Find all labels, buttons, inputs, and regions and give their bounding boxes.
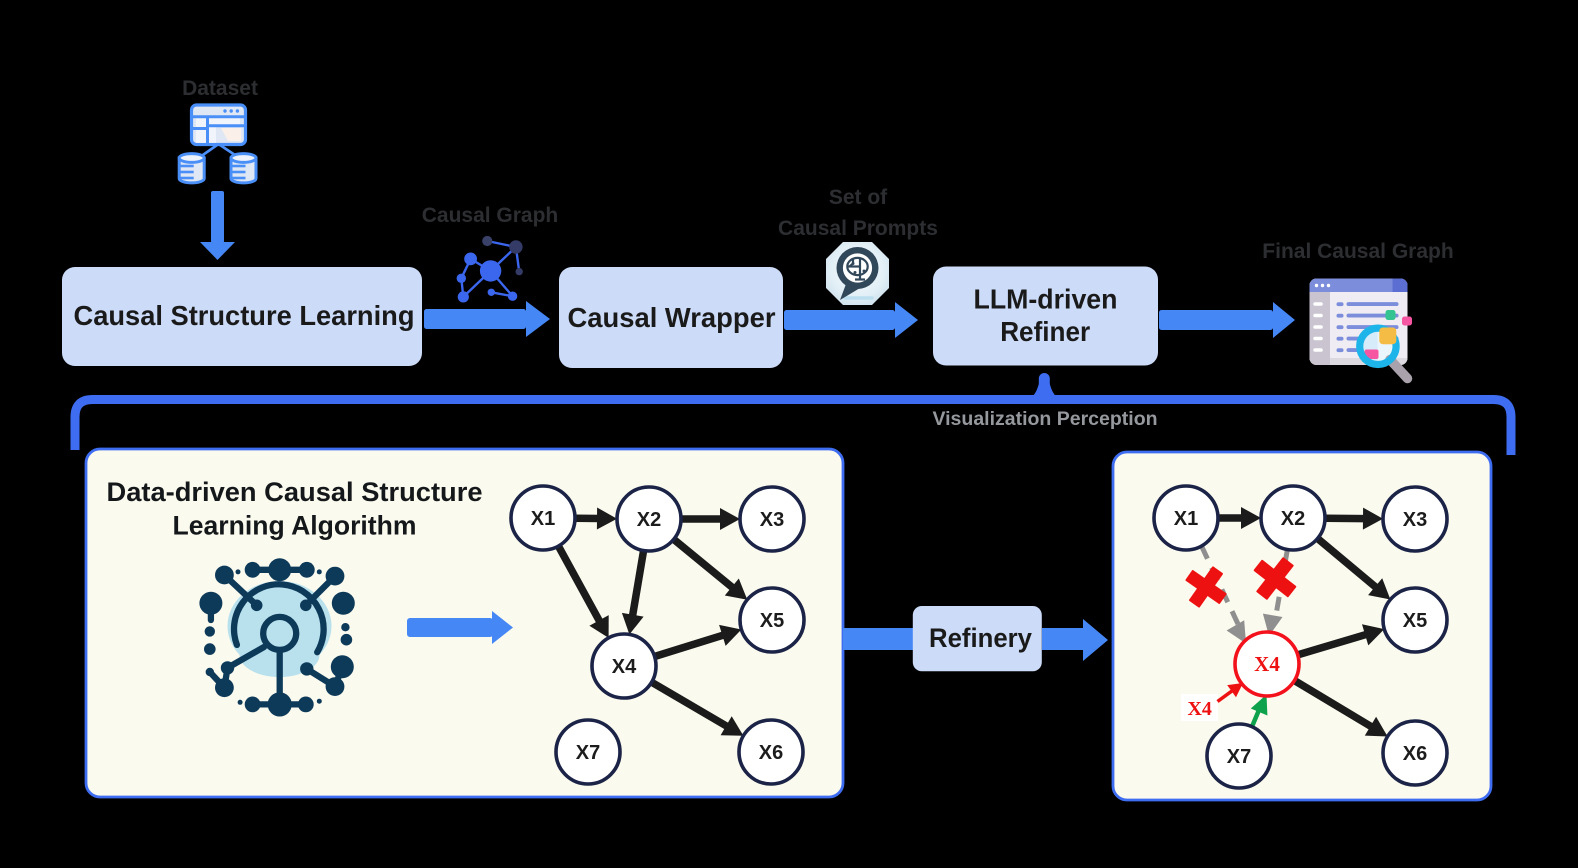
- svg-text:Refinery: Refinery: [929, 623, 1032, 653]
- svg-text:X7: X7: [1227, 746, 1251, 768]
- svg-text:X1: X1: [1174, 508, 1198, 530]
- svg-text:Causal Prompts: Causal Prompts: [778, 217, 938, 240]
- svg-text:Refiner: Refiner: [1000, 316, 1090, 347]
- svg-text:X7: X7: [576, 742, 600, 764]
- svg-text:X2: X2: [637, 509, 661, 531]
- svg-text:X4: X4: [612, 656, 637, 678]
- svg-text:X6: X6: [1403, 743, 1427, 765]
- svg-text:X4: X4: [1187, 698, 1211, 720]
- svg-text:LLM-driven: LLM-driven: [974, 284, 1118, 315]
- svg-text:Causal Wrapper: Causal Wrapper: [568, 302, 776, 333]
- svg-text:Causal Structure Learning: Causal Structure Learning: [74, 300, 415, 331]
- svg-text:X1: X1: [531, 508, 555, 530]
- svg-text:X5: X5: [1403, 610, 1427, 632]
- svg-text:X3: X3: [1403, 509, 1427, 531]
- svg-text:X4: X4: [1254, 652, 1280, 676]
- svg-text:Set of: Set of: [829, 186, 888, 209]
- svg-text:Final Causal Graph: Final Causal Graph: [1262, 240, 1453, 263]
- svg-text:X2: X2: [1281, 508, 1305, 530]
- svg-text:Causal Graph: Causal Graph: [422, 204, 559, 227]
- svg-text:X3: X3: [760, 509, 784, 531]
- svg-text:Data-driven Causal Structure: Data-driven Causal Structure: [107, 477, 483, 507]
- svg-text:X5: X5: [760, 610, 784, 632]
- svg-text:Learning Algorithm: Learning Algorithm: [173, 511, 417, 541]
- svg-text:Visualization Perception: Visualization Perception: [932, 408, 1157, 430]
- svg-text:X6: X6: [759, 742, 783, 764]
- svg-text:Dataset: Dataset: [182, 77, 258, 100]
